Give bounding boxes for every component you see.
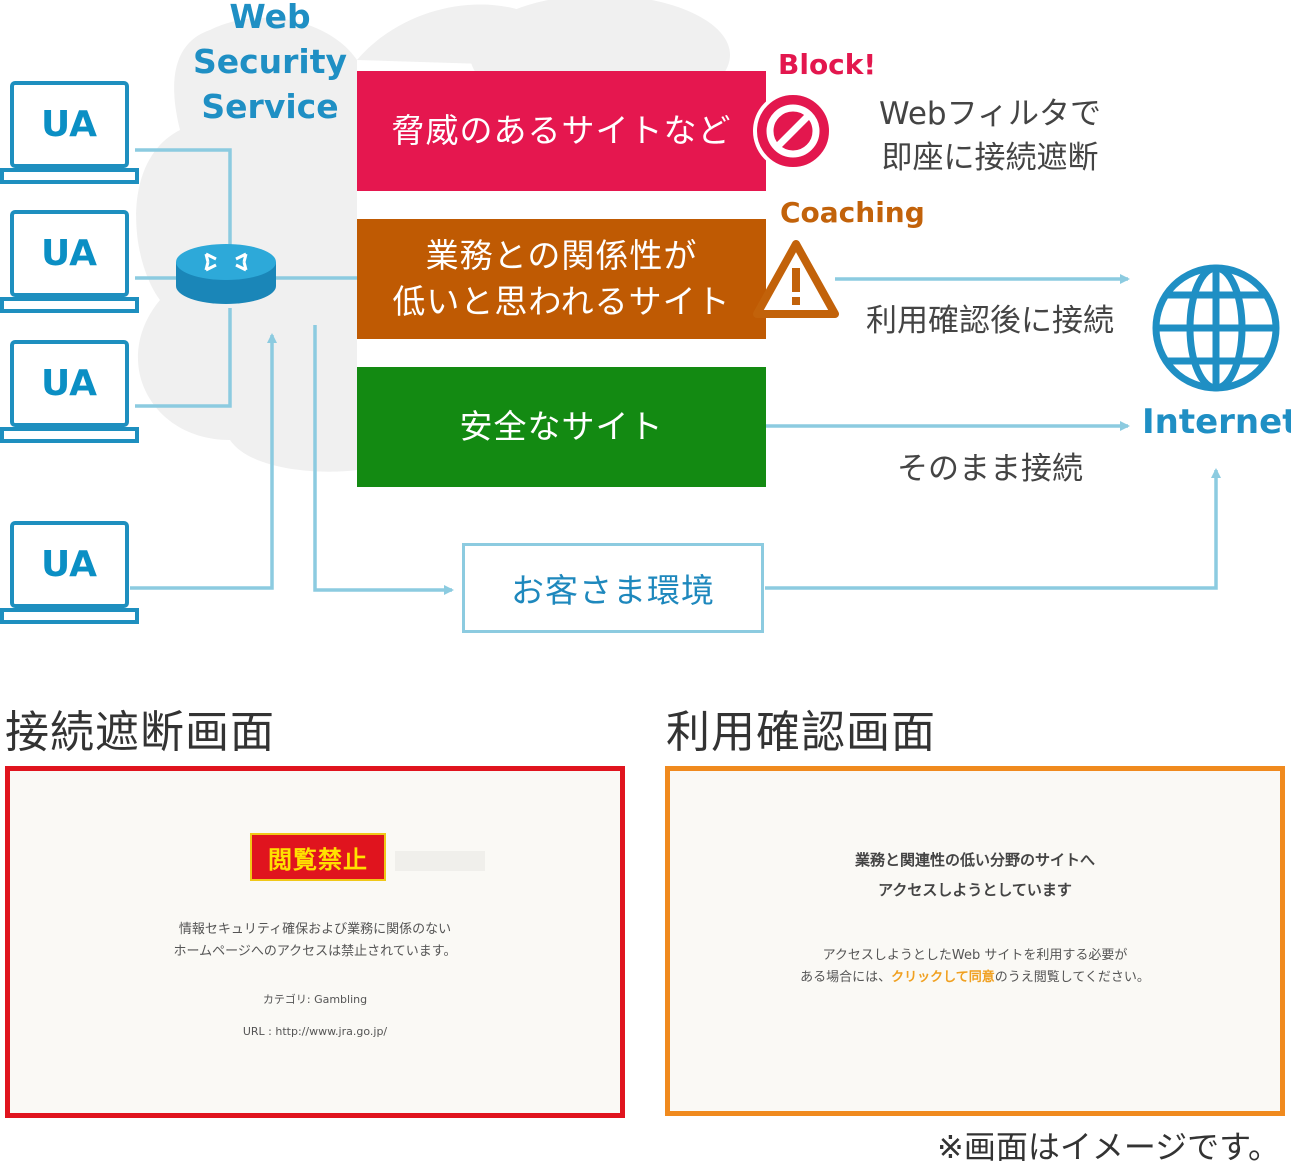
low-relevance-box xyxy=(357,219,766,339)
laptop-icon xyxy=(0,521,139,624)
block-message-line: 情報セキュリティ確保および業務に関係のない xyxy=(178,922,452,937)
confirm-body-prefix: ある場合には、 xyxy=(800,970,892,985)
service-title-line: Web xyxy=(229,0,311,36)
confirm-screen-preview: 業務と関連性の低い分野のサイトへ アクセスしようとしています アクセスしようとし… xyxy=(665,766,1285,1116)
low-relevance-text: 低いと思われるサイト xyxy=(392,282,731,321)
coaching-note: 利用確認後に接続 xyxy=(866,303,1114,339)
block-message: 情報セキュリティ確保および業務に関係のない ホームページへのアクセスは禁止されて… xyxy=(10,919,620,963)
service-title-line: Service xyxy=(201,87,339,126)
warning-icon xyxy=(753,240,839,318)
block-note-line: Webフィルタで xyxy=(879,96,1101,132)
block-message-line: ホームページへのアクセスは禁止されています。 xyxy=(173,944,457,959)
confirm-body-line: アクセスしようとしたWeb サイトを利用する必要が xyxy=(822,948,1128,963)
block-note: Webフィルタで 即座に接続遮断 xyxy=(845,92,1135,180)
laptops xyxy=(0,81,139,624)
confirm-screen-title: 利用確認画面 xyxy=(666,707,936,758)
threat-box xyxy=(357,71,766,191)
service-title: Web Security Service xyxy=(180,0,360,129)
block-screen-title: 接続遮断画面 xyxy=(5,707,275,758)
block-note-line: 即座に接続遮断 xyxy=(881,140,1099,176)
block-screen-preview: 閲覧禁止 情報セキュリティ確保および業務に関係のない ホームページへのアクセスは… xyxy=(5,766,625,1118)
footnote: ※画面はイメージです。 xyxy=(937,1128,1280,1166)
coaching-tag: Coaching xyxy=(780,196,925,229)
confirm-heading: 業務と関連性の低い分野のサイトへ アクセスしようとしています xyxy=(670,845,1280,905)
client-label: UA xyxy=(41,104,97,145)
customer-environment-box: お客さま環境 xyxy=(462,543,764,633)
block-category: カテゴリ: Gambling xyxy=(262,993,368,1006)
prohibited-badge: 閲覧禁止 xyxy=(250,833,386,881)
client-links xyxy=(130,148,1221,595)
confirm-heading-line: 業務と関連性の低い分野のサイトへ xyxy=(854,851,1095,869)
block-icon xyxy=(753,91,833,171)
low-relevance-label: 業務との関係性が 低いと思われるサイト xyxy=(357,219,766,339)
low-relevance-text: 業務との関係性が xyxy=(425,236,698,275)
safe-text: 安全なサイト xyxy=(459,407,664,446)
agree-link[interactable]: クリックして同意 xyxy=(891,970,995,985)
safe-box xyxy=(357,367,766,487)
laptop-icon xyxy=(0,340,139,443)
threat-label: 脅威のあるサイトなど xyxy=(357,71,766,191)
internet-label: Internet xyxy=(1142,402,1291,442)
client-label: UA xyxy=(41,544,97,585)
router-icon xyxy=(176,244,276,304)
safe-label: 安全なサイト xyxy=(357,367,766,487)
confirm-heading-line: アクセスしようとしています xyxy=(878,881,1072,899)
block-url: URL : http://www.jra.go.jp/ xyxy=(242,1025,388,1038)
client-label: UA xyxy=(41,233,97,274)
confirm-body-suffix: のうえ閲覧してください。 xyxy=(994,970,1150,985)
service-title-line: Security xyxy=(192,42,348,81)
laptop-icon xyxy=(0,81,139,184)
globe-icon xyxy=(1152,264,1280,392)
client-label: UA xyxy=(41,363,97,404)
badge-shadow xyxy=(395,851,485,871)
laptop-icon xyxy=(0,210,139,313)
confirm-body-line: ある場合には、クリックして同意のうえ閲覧してください。 xyxy=(670,967,1280,989)
confirm-body: アクセスしようとしたWeb サイトを利用する必要が ある場合には、クリックして同… xyxy=(670,945,1280,989)
safe-note: そのまま接続 xyxy=(897,451,1083,487)
block-tag: Block! xyxy=(778,48,877,81)
threat-text: 脅威のあるサイトなど xyxy=(391,111,732,150)
